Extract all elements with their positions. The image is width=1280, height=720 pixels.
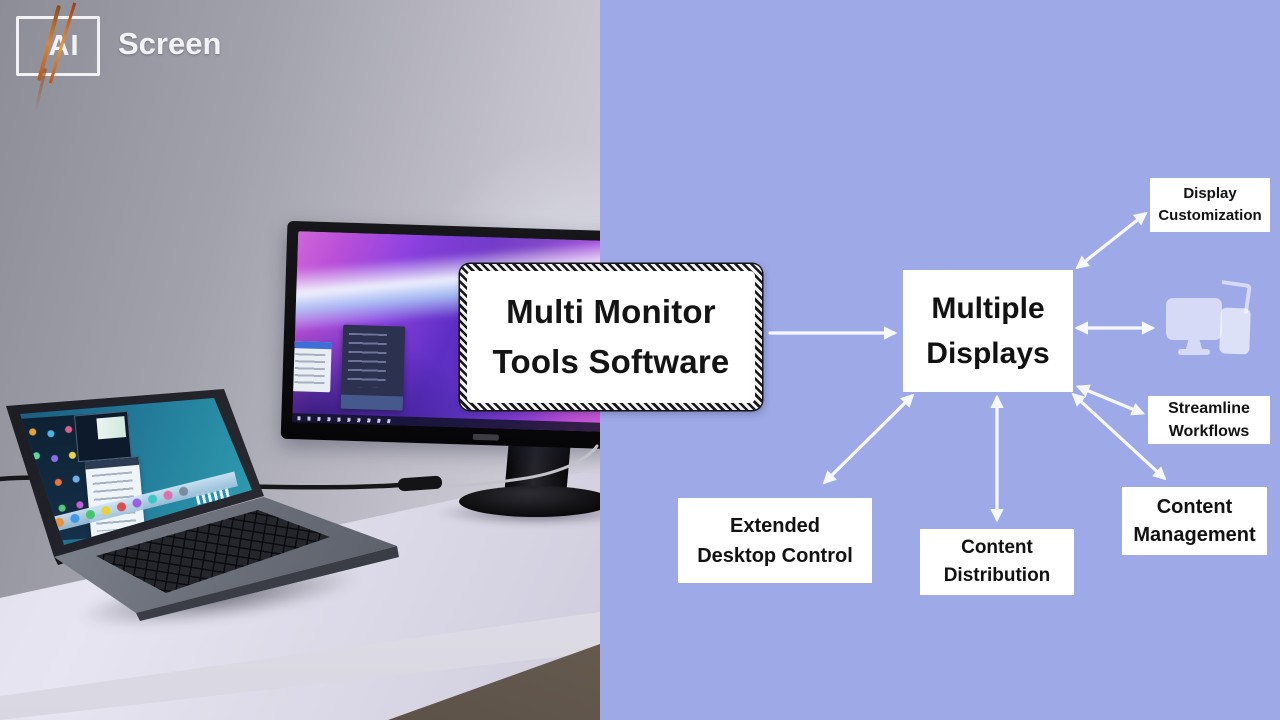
monitor-glyph-icon — [1166, 298, 1222, 340]
page-title: Multi Monitor Tools Software — [467, 271, 755, 403]
monitor-stand-glyph — [1186, 340, 1202, 349]
monitor-file-window — [292, 341, 332, 393]
multi-device-icon — [1162, 280, 1262, 368]
monitor-base-glyph — [1178, 349, 1210, 355]
brand-logo: AI Screen — [16, 2, 246, 112]
tablet-glyph-icon — [1219, 307, 1251, 355]
title-box: Multi Monitor Tools Software — [460, 264, 762, 410]
laptop-chart-window — [74, 410, 132, 463]
node-multiple-displays: Multiple Displays — [903, 270, 1073, 392]
monitor-stand-base — [459, 486, 600, 517]
node-extended-desktop-control: Extended Desktop Control — [678, 498, 872, 583]
monitor-taskbar — [292, 413, 600, 432]
node-content-distribution: Content Distribution — [920, 529, 1074, 595]
logo-frame: AI — [16, 16, 100, 76]
monitor-dark-window — [340, 324, 406, 411]
monitor-brand-badge — [472, 433, 499, 441]
node-content-management: Content Management — [1122, 487, 1267, 555]
node-streamline-workflows: Streamline Workflows — [1148, 396, 1270, 444]
logo-name: Screen — [118, 26, 222, 61]
node-display-customization: Display Customization — [1150, 178, 1270, 232]
